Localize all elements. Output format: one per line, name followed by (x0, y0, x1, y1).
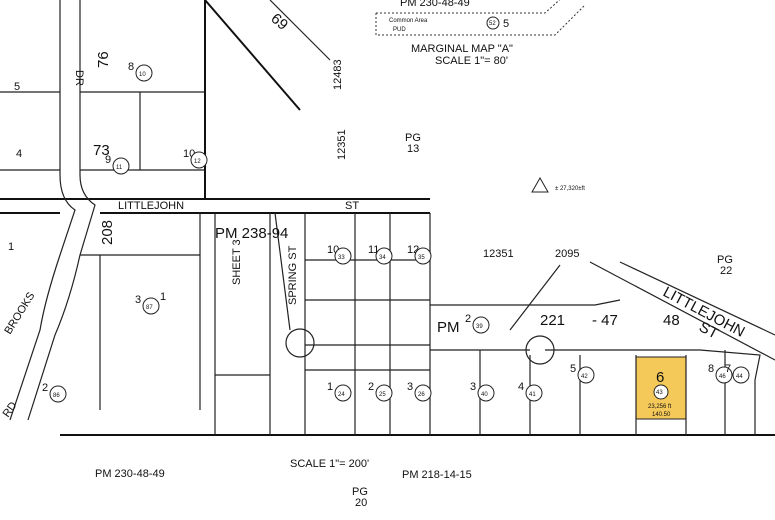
parcel-number: 39 (476, 324, 483, 330)
marginal-title: MARGINAL MAP "A" (411, 43, 513, 55)
highlight-area: 23,256 ft (648, 404, 672, 410)
lot-number: 5 (14, 81, 20, 93)
parcel-circle[interactable] (577, 366, 595, 384)
parcel-circle[interactable] (375, 247, 393, 265)
parcel-number: 42 (581, 374, 588, 380)
lot-number: 9 (105, 154, 111, 166)
street-st-west: ST (345, 200, 359, 212)
parcel-number: 40 (481, 392, 488, 398)
pm-221-page: - 47 (592, 312, 618, 329)
lot-number: 1 (8, 241, 14, 253)
parcel-circle[interactable] (472, 316, 490, 334)
sheet-3: SHEET 3 (231, 239, 243, 285)
number-76: 76 (95, 51, 112, 68)
lot-number: 8 (128, 61, 134, 73)
lot-number: 2 (368, 381, 374, 393)
pm-bottom-left: PM 230-48-49 (95, 468, 165, 480)
parcel-number: 86 (53, 393, 60, 399)
parcel-number: 41 (529, 392, 536, 398)
pm-221-number: 221 (540, 312, 565, 329)
lot-number: 8 (708, 363, 714, 375)
highlight-parcel: 43 (656, 390, 663, 396)
parcel-circle[interactable] (334, 384, 352, 402)
parcel-number: 35 (418, 255, 425, 261)
common-area-label: Common Area (389, 18, 428, 24)
lot-number: 4 (16, 148, 22, 160)
marginal-map-a: Common Area PUD 52 5 PM 230-48-49 MARGIN… (375, 0, 586, 67)
parcel-circle[interactable] (525, 384, 543, 402)
pg-number: 13 (407, 143, 419, 155)
parcel-lines (0, 0, 775, 436)
lot-5-label: 5 (503, 18, 509, 30)
street-dr: DR (73, 70, 85, 86)
parcel-circle[interactable] (414, 384, 432, 402)
parcel-circle[interactable] (375, 384, 393, 402)
parcel-circle[interactable] (112, 157, 130, 175)
highlight-dim: 140.50 (652, 412, 671, 418)
parcel-circle[interactable] (49, 385, 67, 403)
parcel-number: 87 (146, 305, 153, 311)
marginal-scale: SCALE 1"= 80' (435, 55, 508, 67)
area-272: ± 27,320±ft (555, 186, 585, 192)
number-2095: 2095 (555, 248, 579, 260)
parcel-circle[interactable] (135, 64, 153, 82)
highlight-lot: 6 (656, 369, 664, 386)
pg-label: PG (405, 132, 421, 144)
pm-221-parcel: 48 (663, 312, 680, 329)
pm-221-label: PM (437, 319, 460, 336)
lot-number: 3 (407, 381, 413, 393)
number-12351: 12351 (336, 129, 348, 160)
parcel-number: 10 (139, 72, 146, 78)
parcel-circle[interactable] (334, 247, 352, 265)
lot-number: 3 (470, 381, 476, 393)
street-spring: SPRING ST (287, 245, 299, 305)
parcel-circle[interactable] (715, 366, 733, 384)
parcel-number: 25 (379, 392, 386, 398)
number-208: 208 (99, 220, 116, 245)
parcel-circle[interactable] (142, 297, 160, 315)
map-labels: PG 13 PG 22 PG 20 12483 12351 12351 2095… (93, 10, 733, 509)
lot-number: 3 (135, 294, 141, 306)
lot-number: 1 (160, 291, 166, 303)
number-12483: 12483 (332, 59, 344, 90)
lot-number: 7 (725, 363, 731, 375)
lot-labels: 5418109111012387286110331134123512422532… (8, 61, 750, 403)
pg-number: 20 (355, 497, 367, 509)
lot-number: 5 (570, 363, 576, 375)
number-12351: 12351 (483, 248, 514, 260)
parcel-circle[interactable] (414, 247, 432, 265)
pm-top: PM 230-48-49 (400, 0, 470, 9)
parcel-number: 12 (194, 159, 201, 165)
parcel-number: 26 (418, 392, 425, 398)
lot-number: 1 (327, 381, 333, 393)
parcel-number: 33 (338, 255, 345, 261)
street-brooks: BROOKS (2, 290, 37, 336)
parcel-number: 44 (736, 374, 743, 380)
parcel-number: 11 (116, 165, 123, 171)
triangle-marker-icon (531, 176, 549, 193)
parcel-number: 24 (338, 392, 345, 398)
number-73: 73 (93, 142, 110, 159)
parcel-circle[interactable] (732, 366, 750, 384)
pg-label: PG (717, 254, 733, 266)
parcel-52: 52 (489, 21, 496, 27)
parcel-circle[interactable] (477, 384, 495, 402)
pg-number: 22 (720, 265, 732, 277)
lot-number: 4 (518, 381, 524, 393)
pud-label: PUD (393, 27, 406, 33)
pg-label: PG (352, 486, 368, 498)
parcel-number: 46 (719, 374, 726, 380)
number-69: 69 (267, 10, 291, 34)
street-littlejohn-west: LITTLEJOHN (118, 200, 184, 212)
scale-bottom: SCALE 1"= 200' (290, 458, 369, 470)
lot-number: 2 (42, 382, 48, 394)
street-rd: RD (1, 400, 20, 420)
parcel-number: 34 (379, 255, 386, 261)
pm-238-94: PM 238-94 (215, 225, 288, 242)
lot-number: 11 (368, 244, 379, 256)
parcel-circle[interactable] (190, 151, 208, 169)
lot-number: 2 (465, 313, 471, 325)
pm-bottom-right: PM 218-14-15 (402, 469, 472, 481)
